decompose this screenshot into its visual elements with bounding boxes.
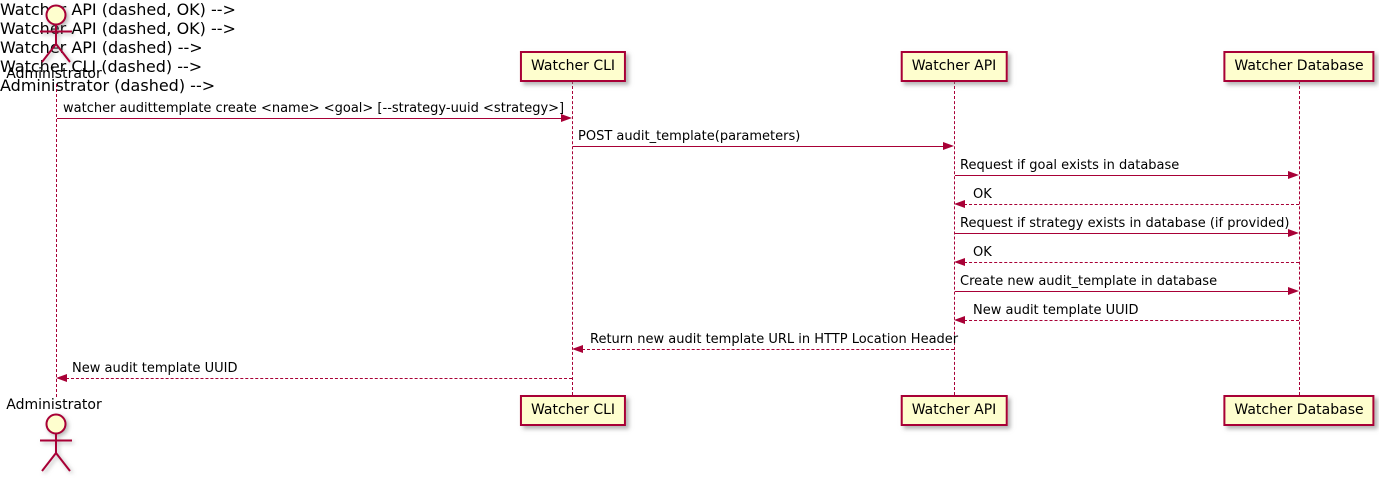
actor-label-bottom: Administrator — [6, 397, 102, 413]
message-line — [955, 233, 1289, 234]
arrowhead-right-icon — [1288, 287, 1299, 295]
message-line — [955, 175, 1289, 176]
actor-icon-bottom — [40, 413, 72, 472]
arrowhead-left-icon — [954, 258, 965, 266]
message-line — [573, 146, 944, 147]
lifeline-watcher-database — [1299, 81, 1300, 395]
message-line — [955, 291, 1289, 292]
lifeline-watcher-api — [954, 81, 955, 395]
participant-box-watcher-cli-top: Watcher CLI — [519, 51, 627, 82]
arrowhead-right-icon — [943, 142, 954, 150]
message-label: Request if goal exists in database — [960, 158, 1180, 173]
arrowhead-left-icon — [954, 316, 965, 324]
participant-box-watcher-api-bottom: Watcher API — [900, 395, 1008, 426]
actor-icon-top — [40, 4, 72, 63]
participant-box-watcher-api-top: Watcher API — [900, 51, 1008, 82]
message-line — [964, 320, 1299, 321]
message-label: OK — [973, 187, 992, 202]
actor-label-top: Administrator — [6, 66, 102, 82]
participant-box-watcher-database-top: Watcher Database — [1223, 51, 1375, 82]
message-label: Return new audit template URL in HTTP Lo… — [590, 332, 959, 347]
message-label: POST audit_template(parameters) — [578, 129, 801, 144]
message-line — [582, 349, 954, 350]
message-line — [66, 378, 572, 379]
message-label: OK — [973, 245, 992, 260]
message-line — [964, 204, 1299, 205]
arrowhead-right-icon — [561, 114, 572, 122]
participant-box-watcher-cli-bottom: Watcher CLI — [519, 395, 627, 426]
arrowhead-right-icon — [1288, 171, 1299, 179]
lifeline-watcher-cli — [572, 81, 573, 395]
arrowhead-left-icon — [954, 200, 965, 208]
lifeline-administrator — [56, 84, 57, 397]
message-label: New audit template UUID — [72, 361, 238, 376]
arrowhead-right-icon — [1288, 229, 1299, 237]
message-line — [57, 118, 562, 119]
message-line — [964, 262, 1299, 263]
message-label: New audit template UUID — [973, 303, 1139, 318]
message-label: watcher audittemplate create <name> <goa… — [63, 101, 565, 116]
message-label: Create new audit_template in database — [960, 274, 1218, 289]
participant-box-watcher-database-bottom: Watcher Database — [1223, 395, 1375, 426]
message-label: Request if strategy exists in database (… — [960, 216, 1290, 231]
arrowhead-left-icon — [572, 345, 583, 353]
arrowhead-left-icon — [56, 374, 67, 382]
